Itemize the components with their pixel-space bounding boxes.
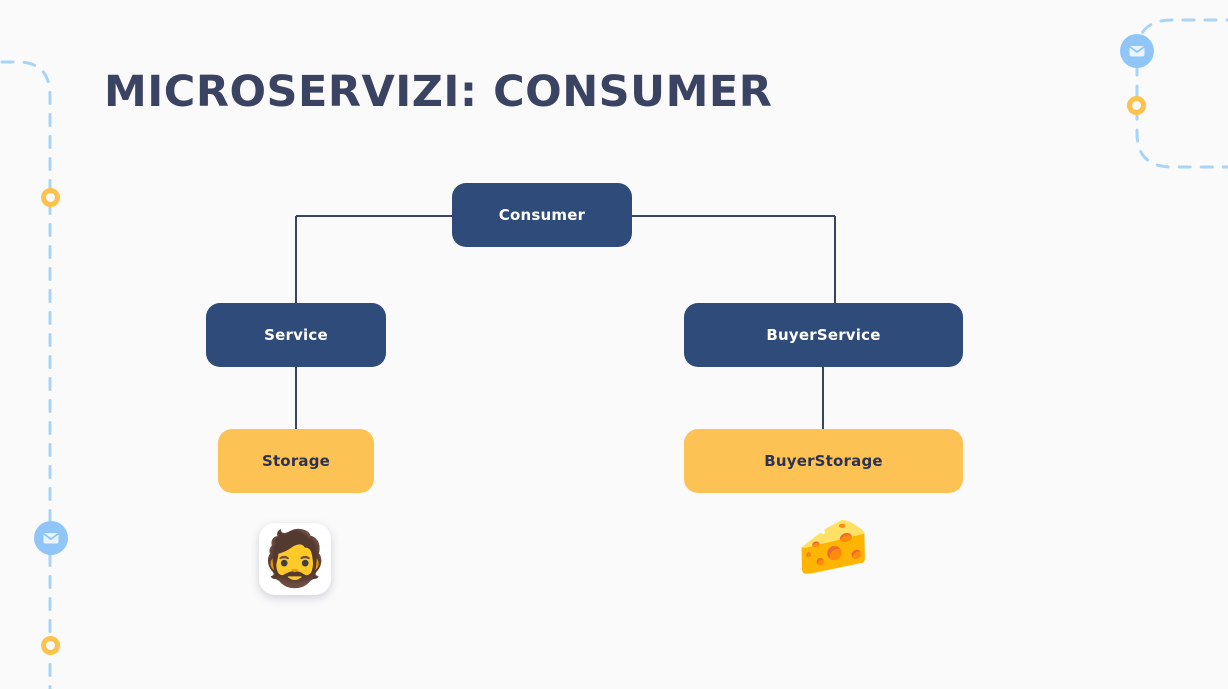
ring-dot-icon-left-top [41, 188, 60, 207]
ring-dot-icon-right [1127, 96, 1146, 115]
bearded-person-emoji-icon: 🧔 [261, 529, 329, 589]
mail-icon-left [34, 521, 68, 555]
ring-dot-icon-left-bottom [41, 636, 60, 655]
node-buyerservice[interactable]: BuyerService [684, 303, 963, 367]
mail-icon-right [1120, 34, 1154, 68]
node-storage[interactable]: Storage [218, 429, 374, 493]
node-service[interactable]: Service [206, 303, 386, 367]
node-buyerstorage[interactable]: BuyerStorage [684, 429, 963, 493]
node-consumer[interactable]: Consumer [452, 183, 632, 247]
cheese-wedge-emoji-icon: 🧀 [797, 514, 870, 579]
page-title: MICROSERVIZI: CONSUMER [104, 67, 773, 117]
person-avatar-card: 🧔 [259, 523, 331, 595]
